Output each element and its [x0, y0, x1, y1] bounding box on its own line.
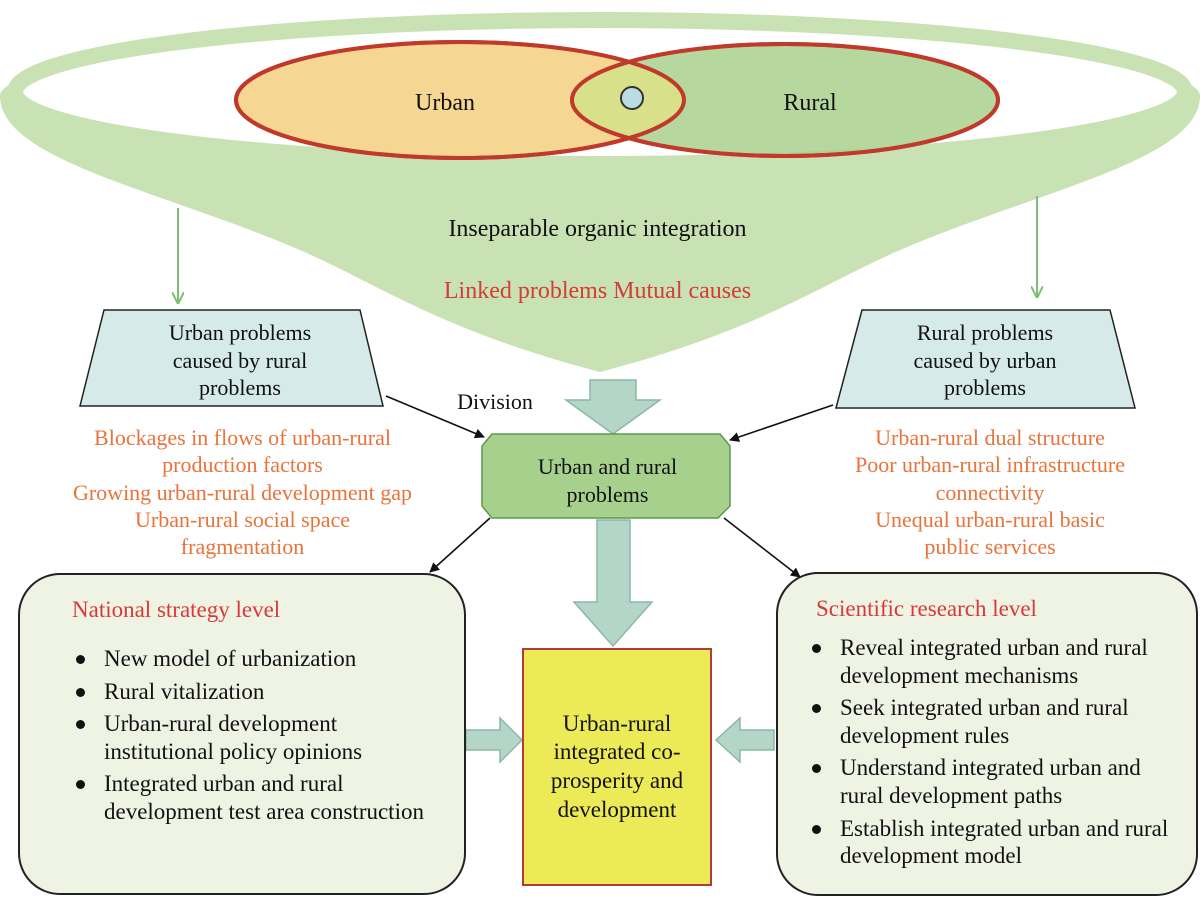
right-issues-list: Urban-rural dual structure Poor urban-ru…: [854, 425, 1125, 560]
outcome-text: Urban-rural integrated co-prosperity and…: [550, 710, 684, 822]
scientific-research-box: Scientific research level Reveal integra…: [776, 572, 1198, 896]
list-item: Establish integrated urban and rural dev…: [808, 815, 1178, 870]
list-item: Seek integrated urban and rural developm…: [808, 694, 1178, 749]
national-strategy-title: National strategy level: [72, 597, 281, 622]
scientific-research-title: Scientific research level: [816, 596, 1037, 621]
division-label: Division: [457, 389, 533, 414]
left-issues-list: Blockages in flows of urban-rural produc…: [72, 425, 413, 560]
list-item: Integrated urban and rural development t…: [72, 770, 442, 825]
overlap-dot: [620, 86, 644, 110]
center-hex-shape: [481, 433, 731, 519]
arrow-national-to-outcome: [465, 716, 524, 764]
list-item: Urban-rural development institutional po…: [72, 710, 442, 765]
national-strategy-box: National strategy level New model of urb…: [18, 573, 466, 895]
right-trapezoid-text: Rural problems caused by urban problems: [913, 320, 1057, 400]
center-hex-text: Urban and rural problems: [537, 454, 678, 507]
funnel-integration-text: Inseparable organic integration: [448, 216, 747, 242]
arrow-problems-to-outcome: [572, 519, 654, 648]
list-item: Reveal integrated urban and rural develo…: [808, 634, 1178, 689]
outcome-box: Urban-rural integrated co-prosperity and…: [522, 648, 712, 886]
list-item: New model of urbanization: [72, 645, 442, 673]
list-item: Understand integrated urban and rural de…: [808, 754, 1178, 809]
funnel-linked-problems-text: Linked problems Mutual causes: [443, 278, 752, 304]
list-item: Rural vitalization: [72, 678, 442, 706]
right-trapezoid-shape: [835, 309, 1136, 409]
national-strategy-list: New model of urbanization Rural vitaliza…: [72, 645, 442, 831]
left-trapezoid-shape: [79, 309, 384, 407]
arrow-scientific-to-outcome: [714, 716, 775, 764]
arrow-funnel-to-problems: [563, 379, 663, 435]
urban-label: Urban: [415, 90, 475, 116]
rural-label: Rural: [783, 90, 837, 116]
left-trapezoid-text: Urban problems caused by rural problems: [168, 320, 312, 400]
scientific-research-list: Reveal integrated urban and rural develo…: [808, 634, 1178, 875]
